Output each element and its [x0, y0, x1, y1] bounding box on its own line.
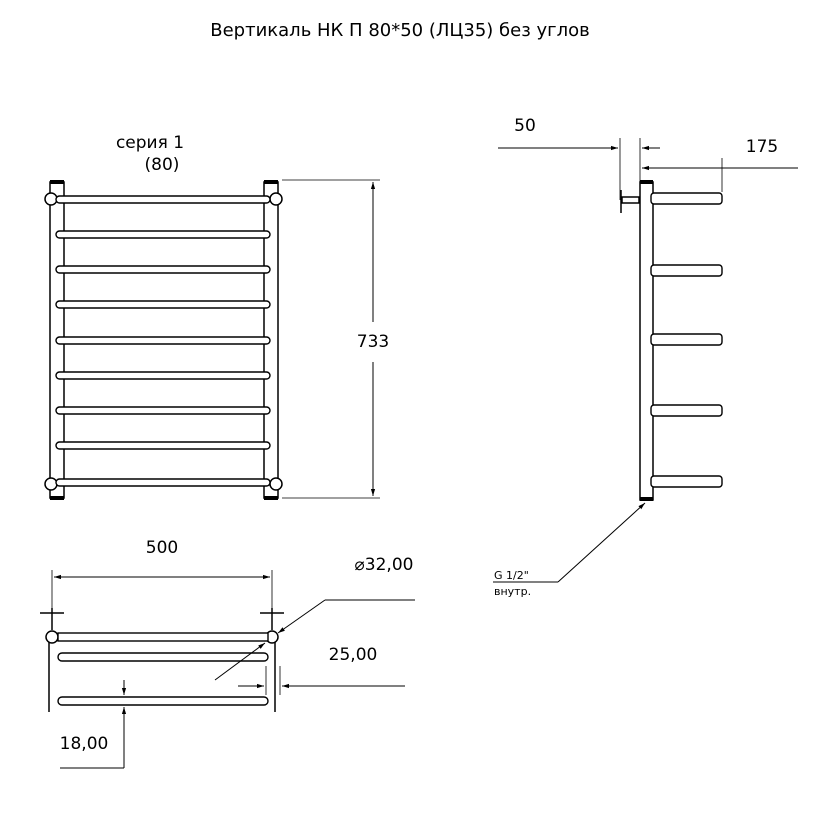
side-rung — [650, 475, 723, 488]
depth-dimension-label: 175 — [746, 137, 778, 157]
wall-bracket-arm — [621, 196, 640, 204]
rung — [55, 300, 271, 309]
left-post-top-cap — [50, 180, 64, 184]
side-post-bottom-cap — [640, 497, 653, 501]
width-dimension-label: 500 — [146, 538, 178, 558]
rung — [55, 265, 271, 274]
left-post-bottom-cap — [50, 496, 64, 500]
right-post-top-cap — [264, 180, 278, 184]
side-view: 50 175 G 1/2" внутр. — [493, 116, 798, 598]
series-label: серия 1 — [116, 133, 184, 153]
bottom-left-mount — [44, 477, 58, 491]
side-rungs — [650, 192, 723, 488]
rung — [55, 478, 271, 487]
series-number-label: (80) — [145, 155, 180, 175]
top-right-mount — [269, 192, 283, 206]
drawing-title: Вертикаль НК П 80*50 (ЛЦ35) без углов — [210, 20, 589, 41]
diameter-leader-upper — [277, 599, 326, 634]
top-left-mount — [44, 192, 58, 206]
top-bar-2 — [57, 652, 269, 662]
top-bar-3 — [57, 696, 269, 706]
diameter-dimension-label: ⌀32,00 — [355, 555, 414, 575]
thread-size-label: G 1/2" — [494, 569, 529, 582]
rung — [55, 336, 271, 345]
height-dimension-label: 733 — [357, 332, 389, 352]
front-rungs — [55, 195, 271, 487]
side-rung — [650, 333, 723, 346]
thread-type-label: внутр. — [494, 585, 531, 598]
rung — [55, 441, 271, 450]
rung — [55, 230, 271, 239]
offset-dimension-label: 25,00 — [329, 645, 378, 665]
side-rung — [650, 264, 723, 277]
rung — [55, 195, 271, 204]
diameter-leader-lower — [214, 642, 266, 681]
spacing-dimension-label: 18,00 — [60, 734, 109, 754]
front-view: серия 1 (80) 733 — [44, 133, 389, 500]
rung — [55, 406, 271, 415]
left-pipe-section — [45, 630, 59, 644]
top-view: 500 ⌀32,00 25,00 18,00 — [40, 538, 415, 769]
bottom-right-mount — [269, 477, 283, 491]
thread-leader-diagonal — [557, 502, 646, 583]
right-post-bottom-cap — [264, 496, 278, 500]
side-rung — [650, 404, 723, 417]
side-rung — [650, 192, 723, 205]
rung — [55, 371, 271, 380]
side-post-top-cap — [640, 180, 653, 184]
wall-gap-dimension-label: 50 — [514, 116, 536, 136]
top-bar-1 — [57, 632, 269, 642]
